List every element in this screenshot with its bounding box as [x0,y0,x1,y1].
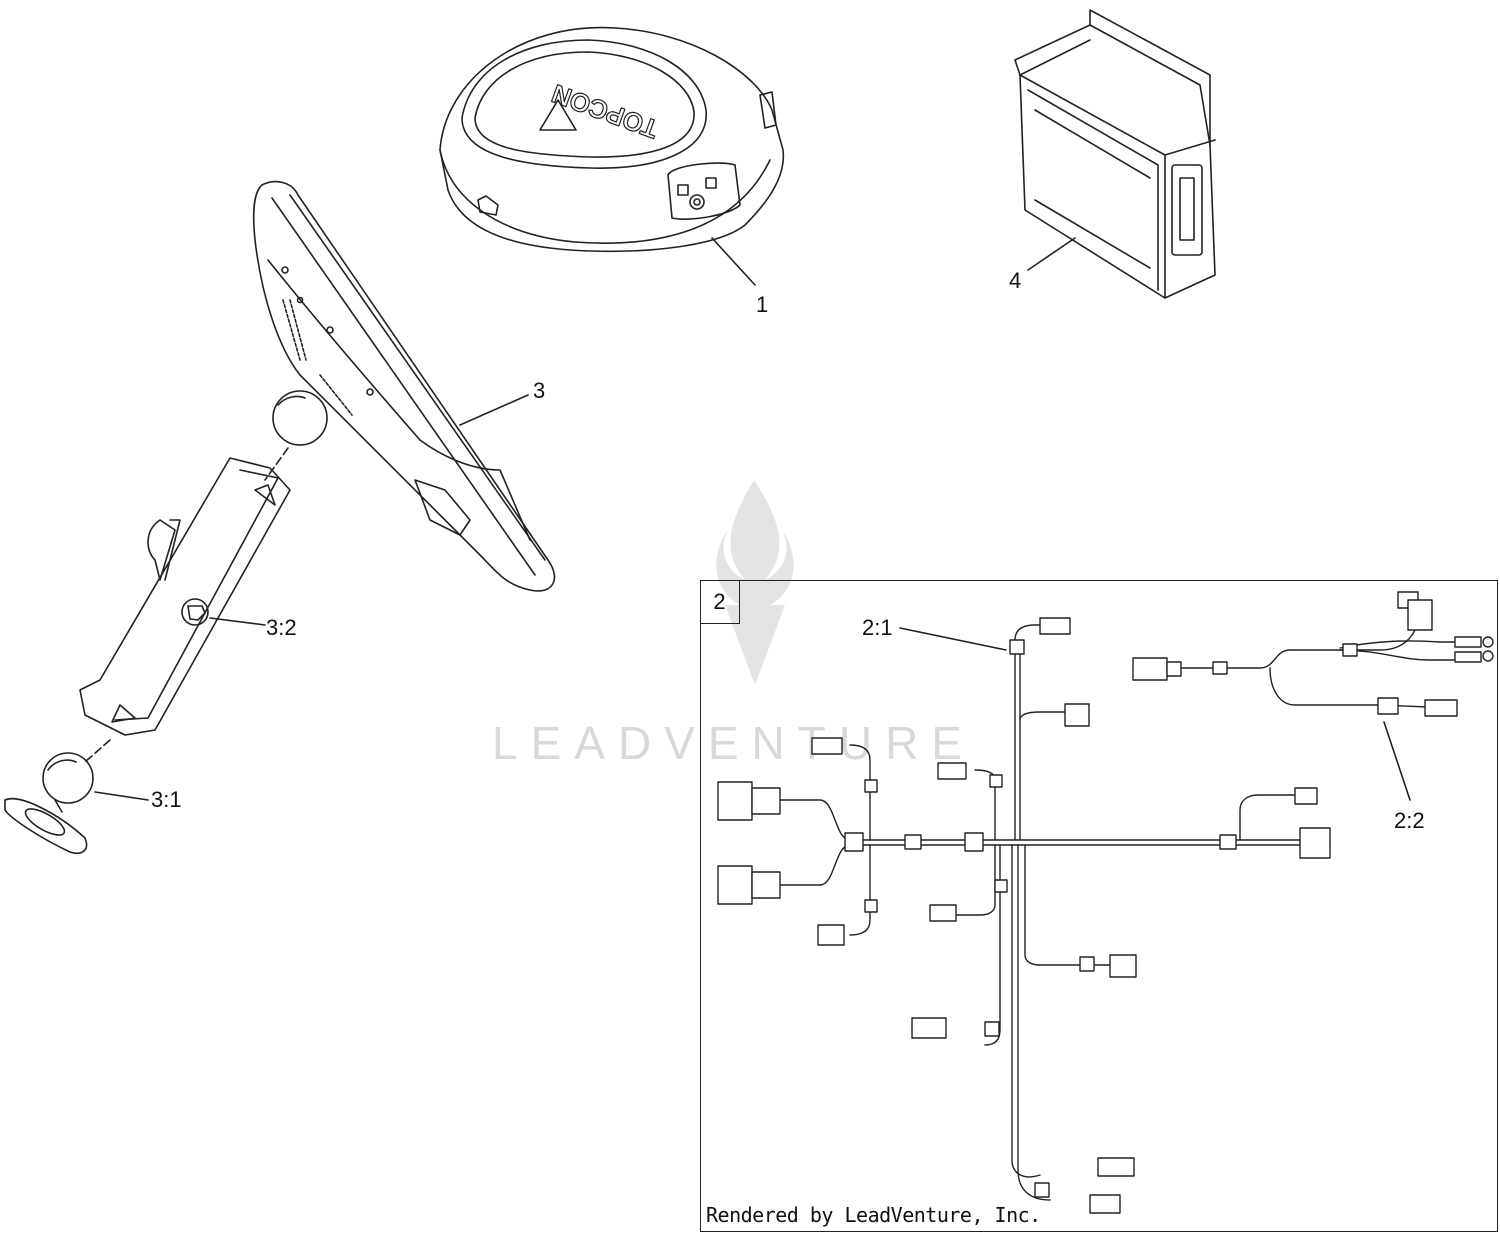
callout-2-2: 2:2 [1394,808,1425,833]
harness-inset-frame [700,580,1498,1232]
callout-1: 1 [756,292,769,317]
controller-module-part-4 [1014,9,1216,299]
watermark-text: LEADVENTURE [492,717,975,769]
wiring-harness-part-2-1 [717,617,1331,1214]
rendered-by-credit: Rendered by LeadVenture, Inc. [706,1203,1041,1227]
callout-4: 4 [1009,268,1022,293]
ball-base-part-3-1 [4,752,94,854]
callout-3-2: 3:2 [266,615,297,640]
wiring-harness-part-2-2 [1132,591,1494,717]
harness-connector [717,617,1331,1214]
callout-3-1: 3:1 [151,787,182,812]
mount-arm-part-3-2 [79,457,291,736]
display-tablet-part-3 [252,180,556,592]
callout-3: 3 [533,378,546,403]
gnss-receiver-part-1 [439,26,785,253]
leadventure-logo-icon [716,480,794,685]
upper-ball-mount [272,390,328,446]
callout-2-1: 2:1 [862,615,893,640]
inset-number-label: 2 [700,580,740,624]
receiver-brand-text: TOPCON [548,78,662,144]
